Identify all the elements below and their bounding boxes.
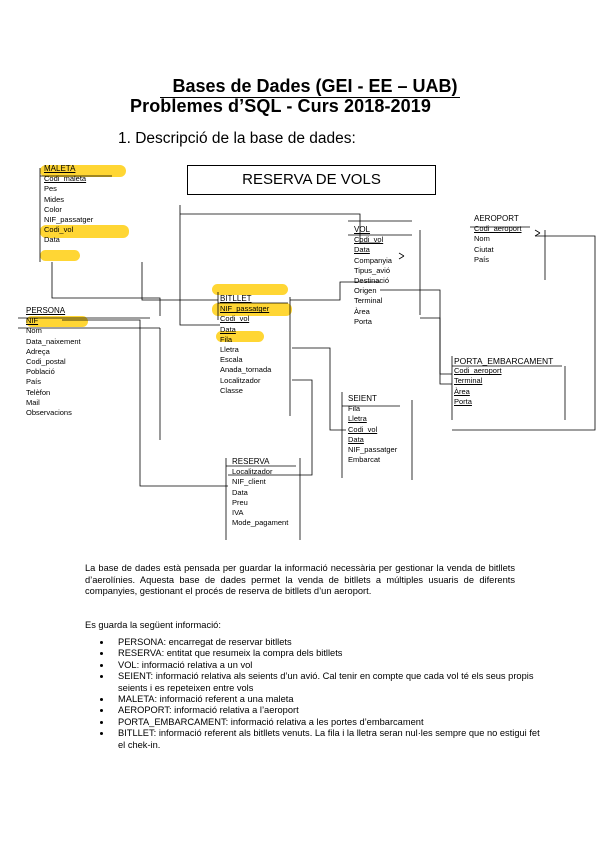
- entity-field: Data: [44, 235, 60, 245]
- entity-maleta: MALETA Codi_maleta Pes Mides Color NIF_p…: [44, 164, 93, 246]
- entity-reserva: RESERVA Localitzador NIF_client Data Pre…: [232, 457, 288, 528]
- entity-field: Porta: [454, 396, 472, 406]
- list-item: VOL: informació relativa a un vol: [112, 660, 542, 671]
- entity-field: Població: [26, 367, 55, 377]
- entity-field: País: [26, 377, 42, 387]
- entity-field: Tipus_avió: [354, 265, 390, 275]
- highlight-mark: [40, 225, 129, 238]
- highlight-mark: [26, 316, 88, 327]
- entity-field: Companyia: [354, 255, 392, 265]
- entity-name: MALETA: [44, 164, 76, 173]
- entity-field: Destinació: [354, 276, 390, 286]
- entity-field: NIF_client: [232, 477, 266, 487]
- entity-porta-embarcament: PORTA_EMBARCAMENT Codi_aeroport Terminal…: [454, 356, 553, 407]
- entity-field: Codi_maleta: [44, 174, 87, 184]
- entity-field: Fila: [220, 334, 233, 344]
- list-item: PORTA_EMBARCAMENT: informació relativa a…: [112, 717, 542, 728]
- entity-field: Embarcat: [348, 455, 381, 465]
- entity-field: Data: [348, 434, 364, 444]
- highlight-mark: [212, 284, 288, 295]
- entity-field: País: [474, 254, 490, 264]
- entity-field: Data: [220, 324, 236, 334]
- document-subtitle: Problemes d’SQL - Curs 2018-2019: [130, 96, 431, 116]
- entity-field: Adreça: [26, 346, 50, 356]
- entity-name: PERSONA: [26, 306, 66, 315]
- entity-field: Pes: [44, 184, 57, 194]
- entity-field: Fila: [348, 404, 361, 414]
- entity-field: Mides: [44, 194, 65, 204]
- entity-field: Anada_tornada: [220, 365, 272, 375]
- entity-field: Mail: [26, 397, 40, 407]
- entity-field: Lletra: [348, 414, 367, 424]
- info-list: PERSONA: encarregat de reservar bitllets…: [90, 637, 542, 751]
- diagram-title: RESERVA DE VOLS: [187, 165, 436, 195]
- entity-field: Preu: [232, 497, 248, 507]
- entity-field: Classe: [220, 385, 243, 395]
- entity-field: Codi_aeroport: [454, 366, 502, 376]
- list-item: RESERVA: entitat que resumeix la compra …: [112, 648, 542, 659]
- entity-name: AEROPORT: [474, 214, 519, 223]
- entity-field: Telèfon: [26, 387, 51, 397]
- entity-field: Localitzador: [232, 467, 273, 477]
- entity-field: Data: [232, 487, 248, 497]
- entity-field: Àrea: [454, 386, 470, 396]
- entity-field: Àrea: [354, 306, 370, 316]
- lead-paragraph: Es guarda la següent informació:: [85, 620, 221, 630]
- document-title: Bases de Dades (GEI - EE – UAB): [120, 76, 500, 98]
- section-heading: 1. Descripció de la base de dades:: [118, 130, 356, 147]
- entity-field: Lletra: [220, 345, 239, 355]
- entity-field: Nom: [26, 326, 42, 336]
- entity-vol: VOL Codi_vol Data Companyia Tipus_avió D…: [354, 225, 392, 327]
- list-item: AEROPORT: informació relativa a l’aeropo…: [112, 705, 542, 716]
- entity-field: Codi_vol: [354, 235, 384, 245]
- entity-field: NIF_passatger: [44, 215, 94, 225]
- entity-field: Data_naixement: [26, 336, 81, 346]
- highlight-mark: [212, 303, 292, 316]
- entity-field: Ciutat: [474, 244, 494, 254]
- entity-field: Codi_postal: [26, 357, 66, 367]
- list-item: SEIENT: informació relativa als seients …: [112, 671, 542, 694]
- entity-name: RESERVA: [232, 457, 270, 466]
- entity-name: VOL: [354, 225, 371, 234]
- entity-field: Terminal: [454, 376, 483, 386]
- entity-field: Observacions: [26, 408, 72, 418]
- entity-field: IVA: [232, 508, 244, 518]
- entity-seient: SEIENT Fila Lletra Codi_vol Data NIF_pas…: [348, 394, 397, 465]
- list-item: BITLLET: informació referent als bitllet…: [112, 728, 542, 751]
- entity-field: Codi_vol: [220, 314, 250, 324]
- entity-field: Codi_vol: [348, 424, 378, 434]
- highlight-mark: [40, 165, 126, 177]
- entity-field: NIF_passatger: [348, 445, 398, 455]
- entity-field: Color: [44, 204, 62, 214]
- entity-persona: PERSONA NIF Nom Data_naixement Adreça Co…: [26, 306, 81, 418]
- entity-aeroport: AEROPORT Codi_aeroport Nom Ciutat País: [474, 214, 522, 265]
- entity-field: Codi_vol: [44, 225, 74, 235]
- entity-name: PORTA_EMBARCAMENT: [454, 356, 554, 366]
- entity-name: SEIENT: [348, 394, 377, 403]
- highlight-mark: [40, 250, 80, 261]
- entity-bitllet: BITLLET NIF_passatger Codi_vol Data Fila…: [220, 294, 271, 396]
- entity-field: Localitzador: [220, 375, 261, 385]
- entity-name: BITLLET: [220, 294, 252, 303]
- list-item: MALETA: informació referent a una maleta: [112, 694, 542, 705]
- intro-paragraph: La base de dades està pensada per guarda…: [85, 563, 515, 597]
- entity-field: Mode_pagament: [232, 518, 289, 528]
- entity-field: Porta: [354, 316, 372, 326]
- entity-field: Nom: [474, 234, 490, 244]
- entity-field: Codi_aeroport: [474, 224, 522, 234]
- entity-field: Escala: [220, 355, 243, 365]
- entity-field: Origen: [354, 286, 377, 296]
- list-item: PERSONA: encarregat de reservar bitllets: [112, 637, 542, 648]
- entity-field: Terminal: [354, 296, 383, 306]
- entity-field: NIF: [26, 316, 39, 326]
- entity-field: NIF_passatger: [220, 304, 270, 314]
- entity-field: Data: [354, 245, 370, 255]
- highlight-mark: [216, 331, 264, 342]
